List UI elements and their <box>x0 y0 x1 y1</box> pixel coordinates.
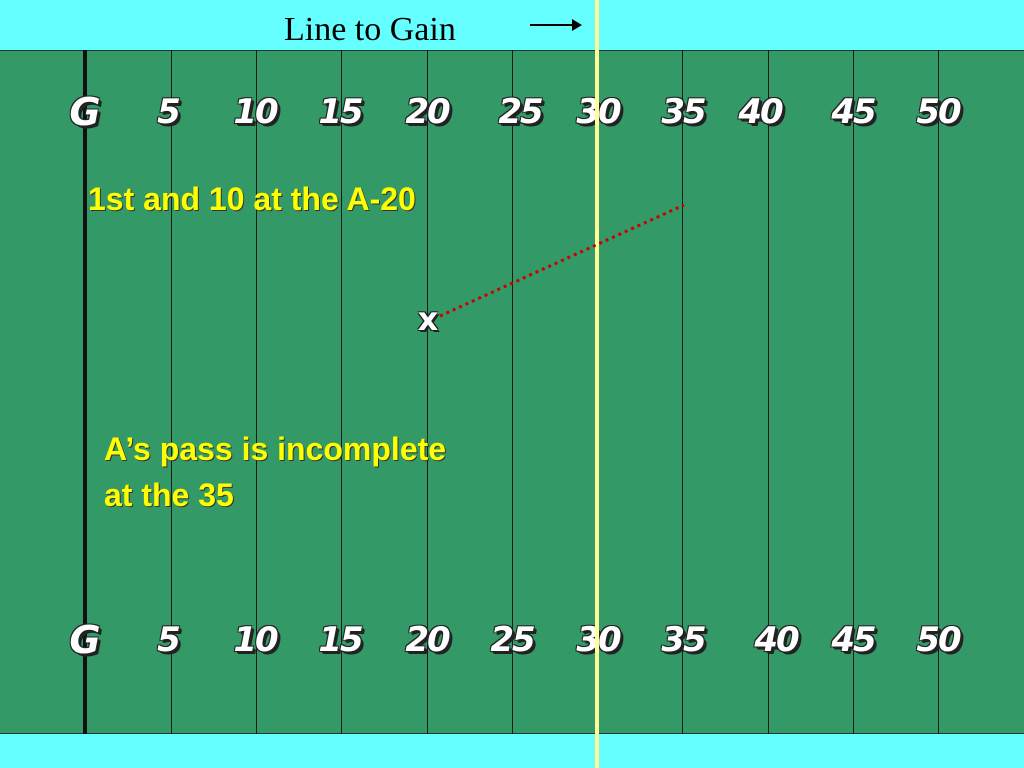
bottom-number-35: 35 <box>661 620 706 660</box>
pass-result-line-1: A’s pass is incomplete <box>104 431 447 467</box>
yard-line-25 <box>512 50 513 734</box>
top-number-5: 5 <box>157 92 181 132</box>
bottom-number-20: 20 <box>405 620 450 660</box>
line-to-gain-label: Line to Gain <box>284 11 456 48</box>
bottom-sideline <box>0 734 1024 768</box>
yard-line-45 <box>853 50 854 734</box>
top-number-45: 45 <box>831 92 876 132</box>
top-number-goal: G <box>69 90 100 134</box>
bottom-number-goal: G <box>69 618 100 662</box>
yard-line-15 <box>341 50 342 734</box>
bottom-number-45: 45 <box>831 620 876 660</box>
yard-line-10 <box>256 50 257 734</box>
top-number-25: 25 <box>498 92 543 132</box>
pass-result-line-2: at the 35 <box>104 477 234 513</box>
yard-line-20 <box>427 50 428 734</box>
top-number-35: 35 <box>661 92 706 132</box>
top-number-40: 40 <box>738 92 783 132</box>
bottom-number-50: 50 <box>916 620 961 660</box>
line-to-gain-marker <box>595 0 599 768</box>
bottom-number-15: 15 <box>318 620 363 660</box>
bottom-number-5: 5 <box>157 620 181 660</box>
bottom-number-25: 25 <box>490 620 535 660</box>
bottom-number-40: 40 <box>754 620 799 660</box>
yard-line-35 <box>682 50 683 734</box>
yard-line-40 <box>768 50 769 734</box>
passer-position-marker: x <box>417 300 439 338</box>
top-number-50: 50 <box>916 92 961 132</box>
top-number-15: 15 <box>318 92 363 132</box>
bottom-number-10: 10 <box>233 620 278 660</box>
top-number-10: 10 <box>233 92 278 132</box>
down-and-distance: 1st and 10 at the A-20 <box>88 181 416 217</box>
top-number-20: 20 <box>405 92 450 132</box>
arrow-right-icon <box>530 19 582 31</box>
header-band: Line to Gain <box>0 0 1024 50</box>
yard-line-50 <box>938 50 939 734</box>
goal-line <box>83 50 87 734</box>
yard-line-5 <box>171 50 172 734</box>
